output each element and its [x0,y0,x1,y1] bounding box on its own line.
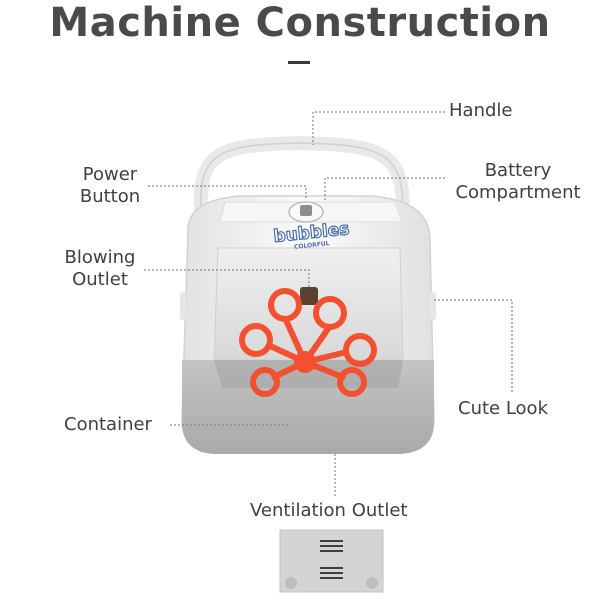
label-handle: Handle [449,100,513,121]
label-power-button: Power Button [70,164,150,208]
label-container: Container [64,414,152,435]
label-ventilation-outlet: Ventilation Outlet [250,500,408,521]
blowing-outlet-hole [300,287,318,305]
leader-blowing-outlet [144,269,310,288]
brand-tagline: COLORFUL [294,240,330,251]
label-battery-line1: Battery [484,160,552,181]
vent-slots [320,540,343,579]
leader-battery [324,177,445,200]
label-battery-compartment: Battery Compartment [448,160,588,204]
label-battery-line2: Compartment [455,182,581,203]
label-blowing-line2: Outlet [72,269,128,290]
label-power-button-line2: Button [79,186,141,207]
label-cute-look: Cute Look [458,398,548,419]
leader-power-button [148,185,307,200]
label-blowing-outlet: Blowing Outlet [56,247,144,291]
leader-handle [312,111,445,145]
leader-cute-look [434,299,513,392]
diagram-title: Machine Construction [49,0,551,46]
title-underline [288,61,310,64]
label-blowing-line1: Blowing [64,247,136,268]
label-power-button-line1: Power [82,164,138,185]
